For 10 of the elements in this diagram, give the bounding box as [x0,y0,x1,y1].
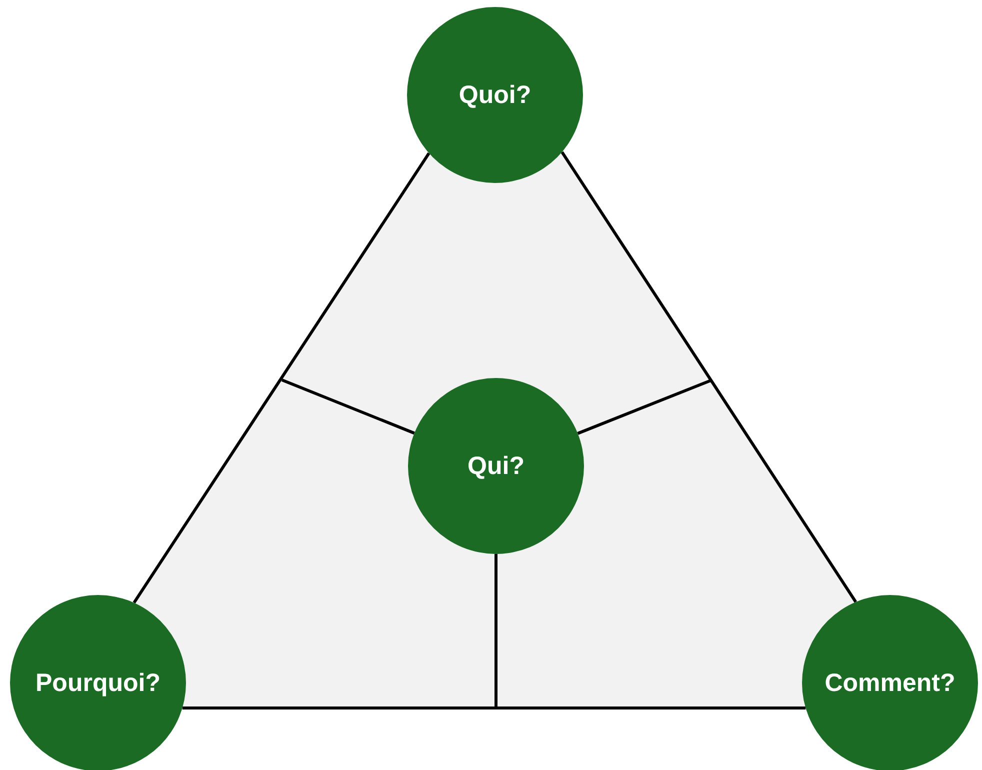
question-label: Quoi? [458,80,532,110]
question-label: Qui? [468,452,524,480]
divider-line [577,378,713,435]
triangle-side-line [182,706,806,710]
divider-line [281,378,415,435]
triangle-side-line [132,152,430,604]
triangle-side-line [560,151,857,603]
divider-line [494,554,498,708]
question-label: Comment? [824,668,956,698]
question-label: Pourquoi? [36,668,160,698]
